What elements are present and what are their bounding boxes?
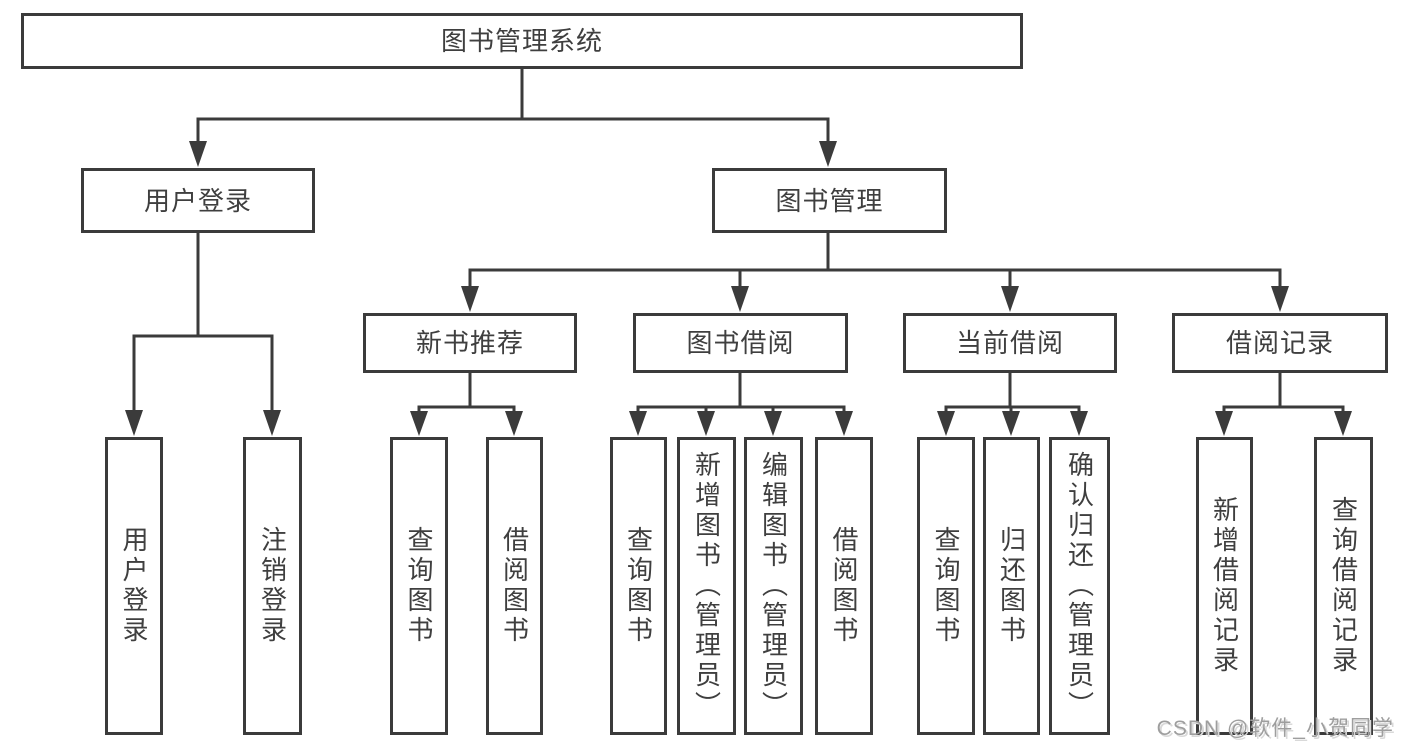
connector-current-borrow-to-leaves	[937, 371, 1088, 436]
node-label: 用户登录	[143, 185, 252, 216]
node-label: 借阅记录	[1225, 328, 1334, 358]
node-book-borrow: 图书借阅	[633, 313, 848, 373]
node-label: 查询图书	[623, 526, 654, 646]
node-new-book-recommend: 新书推荐	[363, 313, 577, 373]
node-label: 查询图书	[404, 526, 434, 646]
leaf-query-books-current: 查询图书	[917, 437, 975, 735]
connector-book-borrow-to-leaves	[629, 371, 853, 436]
node-label: 查询图书	[931, 526, 961, 646]
leaf-logout: 注销登录	[243, 437, 302, 735]
node-label: 图书管理	[775, 185, 884, 216]
node-label: 图书借阅	[686, 328, 795, 358]
leaf-user-login: 用户登录	[105, 437, 163, 735]
leaf-query-books-recommend: 查询图书	[390, 437, 448, 735]
node-label: 借阅图书	[499, 526, 530, 646]
leaf-query-borrow-record: 查询借阅记录	[1314, 437, 1373, 735]
leaf-confirm-return-admin: 确认归还（管理员）	[1049, 437, 1110, 735]
leaf-borrow-books-recommend: 借阅图书	[486, 437, 543, 735]
node-label: 用户登录	[119, 526, 149, 646]
connector-book-management-to-level3	[461, 231, 1289, 312]
node-book-management: 图书管理	[712, 168, 947, 233]
node-borrow-records: 借阅记录	[1172, 313, 1388, 373]
leaf-return-books: 归还图书	[983, 437, 1040, 735]
node-label: 图书管理系统	[440, 26, 603, 56]
connector-borrow-records-to-leaves	[1215, 371, 1352, 436]
connector-new-book-recommend-to-leaves	[410, 371, 523, 436]
connector-user-login-to-leaves	[125, 231, 281, 436]
connector-root-to-level2	[189, 65, 837, 167]
node-label: 借阅图书	[829, 526, 859, 646]
node-label: 确认归还（管理员）	[1064, 451, 1095, 721]
node-label: 新书推荐	[415, 328, 524, 358]
leaf-add-borrow-record: 新增借阅记录	[1196, 437, 1253, 735]
csdn-watermark: CSDN @软件_小贺同学	[1156, 717, 1394, 740]
node-label: 归还图书	[996, 526, 1027, 646]
node-label: 查询借阅记录	[1328, 496, 1359, 676]
node-label: 注销登录	[257, 526, 288, 646]
leaf-borrow-books: 借阅图书	[815, 437, 873, 735]
node-label: 新增图书（管理员）	[691, 451, 722, 721]
leaf-edit-books-admin: 编辑图书（管理员）	[744, 437, 803, 735]
node-label: 新增借阅记录	[1209, 496, 1240, 676]
leaf-query-books-borrow: 查询图书	[610, 437, 667, 735]
node-current-borrow: 当前借阅	[903, 313, 1117, 373]
node-user-login: 用户登录	[81, 168, 315, 233]
node-root-library-system: 图书管理系统	[21, 13, 1023, 69]
node-label: 当前借阅	[955, 328, 1064, 358]
leaf-add-books-admin: 新增图书（管理员）	[677, 437, 736, 735]
node-label: 编辑图书（管理员）	[758, 451, 789, 721]
